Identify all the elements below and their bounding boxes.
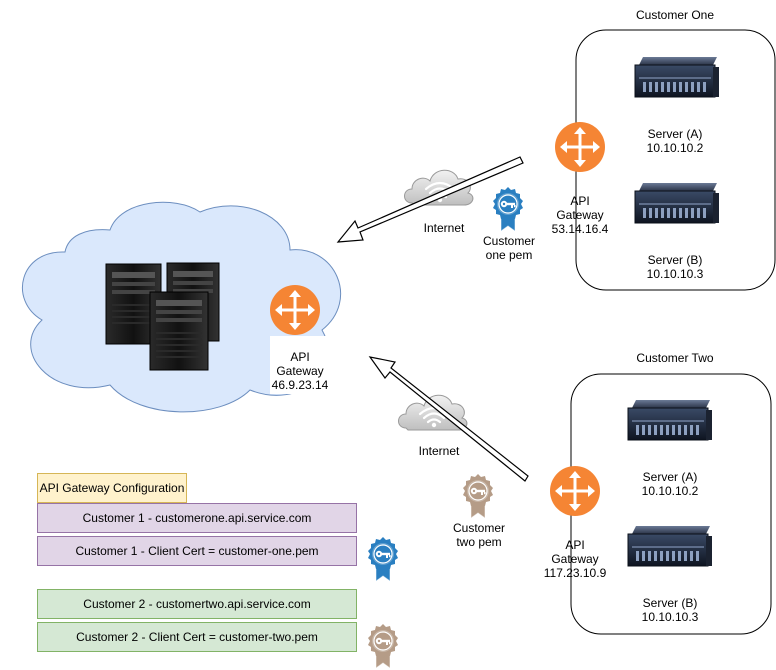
- customer-two-gateway-label: API Gateway 117.23.10.9: [535, 538, 615, 580]
- server-ip: 10.10.10.3: [646, 267, 704, 281]
- gateway-word-line: Gateway: [556, 208, 604, 222]
- server-name: Server (A): [642, 470, 698, 484]
- central-server-cluster: [105, 262, 220, 371]
- customer-one-server-b-label: Server (B) 10.10.10.3: [625, 253, 725, 281]
- server-name: Server (B): [647, 253, 703, 267]
- gateway-ip: 117.23.10.9: [543, 566, 607, 580]
- config-customer-one-certificate-icon: [367, 536, 399, 582]
- gateway-ip: 46.9.23.14: [271, 378, 329, 392]
- config-row-customer-two-domain: Customer 2 - customertwo.api.service.com: [37, 589, 357, 619]
- customer-two-server-b-label: Server (B) 10.10.10.3: [620, 596, 720, 624]
- config-row-customer-one-cert: Customer 1 - Client Cert = customer-one.…: [37, 536, 357, 566]
- customer-two-title: Customer Two: [636, 351, 714, 365]
- gateway-word-line: Gateway: [276, 364, 324, 378]
- server-ip: 10.10.10.2: [641, 484, 699, 498]
- customer-one-certificate-icon: [492, 186, 524, 232]
- customer-one-gateway-icon: [553, 120, 607, 174]
- config-row-customer-one-domain: Customer 1 - customerone.api.service.com: [37, 503, 357, 533]
- config-customer-two-certificate-icon: [367, 623, 399, 669]
- config-row-customer-two-cert: Customer 2 - Client Cert = customer-two.…: [37, 622, 357, 652]
- gateway-ip: 53.14.16.4: [551, 222, 609, 236]
- customer-two-server-a-label: Server (A) 10.10.10.2: [620, 470, 720, 498]
- customer-two-gateway-icon: [548, 464, 602, 518]
- central-gateway-icon: [268, 283, 322, 337]
- gateway-word-line: Gateway: [551, 552, 599, 566]
- gateway-api-line: API: [570, 194, 590, 208]
- customer-one-title: Customer One: [635, 8, 715, 22]
- customer-two-pem-label: Customer two pem: [452, 521, 505, 549]
- internet-label-one: Internet: [423, 221, 465, 235]
- server-ip: 10.10.10.2: [646, 141, 704, 155]
- arrow-customer-two-to-central: [368, 356, 529, 482]
- customer-one-pem-label: Customer one pem: [482, 234, 535, 262]
- customer-one-gateway-label: API Gateway 53.14.16.4: [545, 194, 615, 236]
- customer-one-server-a-icon: [634, 56, 720, 98]
- customer-one-server-b-icon: [634, 182, 720, 224]
- customer-two-server-b-icon: [627, 525, 713, 567]
- server-name: Server (B): [642, 596, 698, 610]
- customer-two-server-a-icon: [627, 399, 713, 441]
- server-name: Server (A): [647, 127, 703, 141]
- customer-two-certificate-icon: [462, 473, 494, 519]
- customer-one-server-a-label: Server (A) 10.10.10.2: [625, 127, 725, 155]
- gateway-api-line: API: [290, 350, 310, 364]
- internet-label-two: Internet: [418, 444, 460, 458]
- central-gateway-label: API Gateway 46.9.23.14: [265, 350, 335, 392]
- server-ip: 10.10.10.3: [641, 610, 699, 624]
- config-header: API Gateway Configuration: [37, 473, 187, 503]
- arrow-customer-one-to-central: [336, 156, 524, 243]
- gateway-api-line: API: [565, 538, 585, 552]
